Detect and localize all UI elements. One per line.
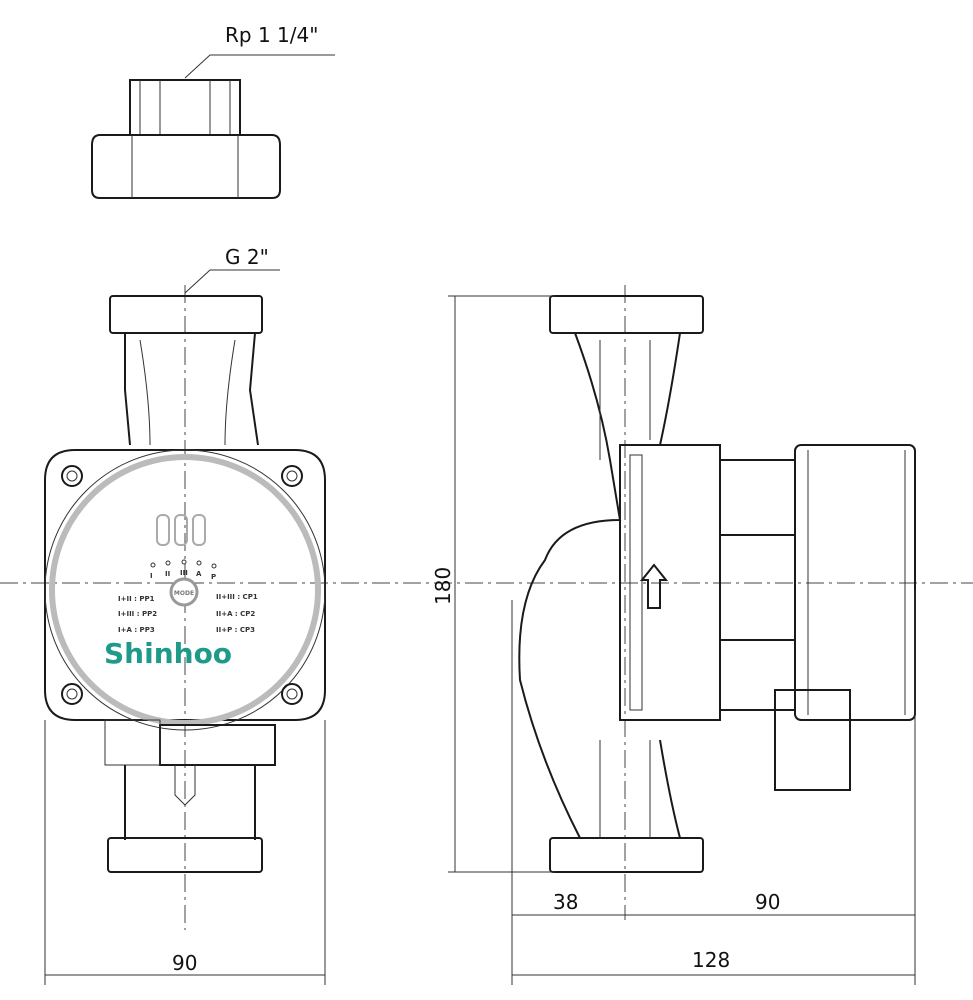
height-dimension: 180 <box>431 567 455 605</box>
side-right-dimension: 90 <box>755 890 780 914</box>
side-left-dimension: 38 <box>553 890 578 914</box>
mode-button[interactable]: MODE <box>169 577 199 607</box>
pump-thread-label: G 2" <box>225 245 269 269</box>
front-width-dimension: 90 <box>172 951 197 975</box>
union-nut <box>91 54 335 199</box>
mode-pp2: I+III : PP2 <box>118 610 157 618</box>
mode-cp2: II+A : CP2 <box>216 610 255 618</box>
side-total-dimension: 128 <box>692 948 730 972</box>
mode-pp3: I+A : PP3 <box>118 626 155 634</box>
indicator-p: P <box>211 573 216 581</box>
indicator-1: I <box>150 572 153 580</box>
mode-button-label: MODE <box>174 590 194 597</box>
mode-cp1: II+III : CP1 <box>216 593 258 601</box>
indicator-3: III <box>180 569 188 577</box>
mode-cp3: II+P : CP3 <box>216 626 255 634</box>
indicator-a: A <box>196 570 202 578</box>
front-view <box>44 269 326 873</box>
display-digits-icon <box>156 514 206 546</box>
indicator-leds <box>150 559 217 569</box>
indicator-2: II <box>165 570 170 578</box>
flow-arrow-icon <box>639 563 669 609</box>
brand-logo: Shinhoo <box>104 637 232 670</box>
side-view <box>518 295 916 873</box>
dimension-lines <box>44 295 916 985</box>
mode-pp1: I+II : PP1 <box>118 595 155 603</box>
union-thread-label: Rp 1 1/4" <box>225 23 318 47</box>
